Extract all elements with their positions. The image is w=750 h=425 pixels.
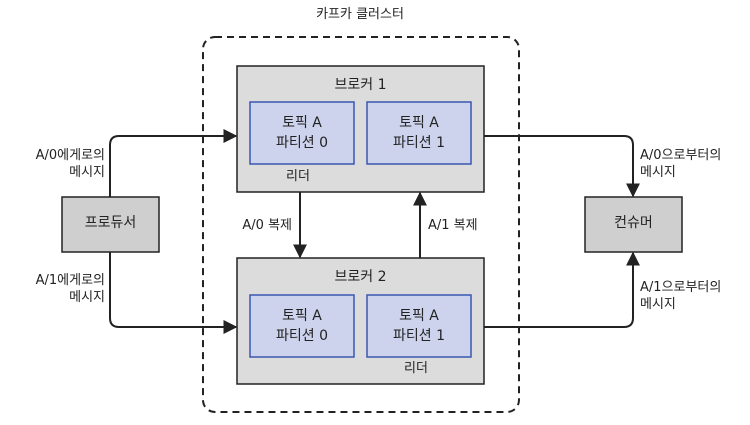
broker2-to-consumer-arrow xyxy=(484,251,640,328)
cluster-title: 카프카 클러스터 xyxy=(316,7,404,22)
producer-box xyxy=(61,196,160,253)
broker-1-partition-0-label: 토픽 A 파티션 0 xyxy=(250,113,354,153)
edge-label-line2: 메시지 xyxy=(69,290,105,305)
broker-2-title: 브로커 2 xyxy=(334,269,387,285)
replicate-a0-label: A/0 복제 xyxy=(242,218,292,233)
broker-1-partition-1-label: 토픽 A 파티션 1 xyxy=(367,113,471,153)
partition-number: 파티션 0 xyxy=(276,328,328,344)
partition-number: 파티션 0 xyxy=(276,135,328,151)
broker1-to-consumer-arrow xyxy=(484,135,640,198)
producer-to-broker1-arrow xyxy=(109,129,238,197)
consumer-box xyxy=(584,196,683,253)
edge-label-from-a0: A/0으로부터의 메시지 xyxy=(640,147,721,181)
broker-2-partition-1-box xyxy=(366,294,472,358)
broker-1-partition-1-box xyxy=(366,101,472,165)
edge-label-line1: A/0에게로의 xyxy=(35,148,105,163)
edge-label-to-a1: A/1에게로의 메시지 xyxy=(4,272,105,306)
broker-2-partition-0-box xyxy=(249,294,355,358)
edge-label-line2: 메시지 xyxy=(69,165,105,180)
partition-number: 파티션 1 xyxy=(393,328,445,344)
broker-2-partition-0-label: 토픽 A 파티션 0 xyxy=(250,306,354,346)
edge-label-to-a0: A/0에게로의 메시지 xyxy=(4,147,105,181)
partition-number: 파티션 1 xyxy=(393,135,445,151)
broker-1-leader-label: 리더 xyxy=(286,169,310,184)
producer-label: 프로듀서 xyxy=(84,215,137,231)
consumer-label: 컨슈머 xyxy=(614,215,653,231)
edge-label-line2: 메시지 xyxy=(640,297,676,312)
partition-topic: 토픽 A xyxy=(282,115,322,131)
broker-2-leader-label: 리더 xyxy=(404,361,428,376)
edge-label-line1: A/0으로부터의 xyxy=(640,148,722,163)
replicate-a1-label: A/1 복제 xyxy=(428,218,478,233)
partition-topic: 토픽 A xyxy=(282,308,322,324)
broker-1-title: 브로커 1 xyxy=(334,77,387,93)
edge-label-line1: A/1에게로의 xyxy=(35,273,105,288)
edge-label-line2: 메시지 xyxy=(640,165,676,180)
producer-to-broker2-arrow xyxy=(109,252,238,334)
edge-label-line1: A/1으로부터의 xyxy=(640,280,722,295)
cluster-boundary xyxy=(202,36,520,413)
broker-1-partition-0-box xyxy=(249,101,355,165)
edge-label-from-a1: A/1으로부터의 메시지 xyxy=(640,279,721,313)
partition-topic: 토픽 A xyxy=(399,308,439,324)
partition-topic: 토픽 A xyxy=(399,115,439,131)
broker-2-partition-1-label: 토픽 A 파티션 1 xyxy=(367,306,471,346)
